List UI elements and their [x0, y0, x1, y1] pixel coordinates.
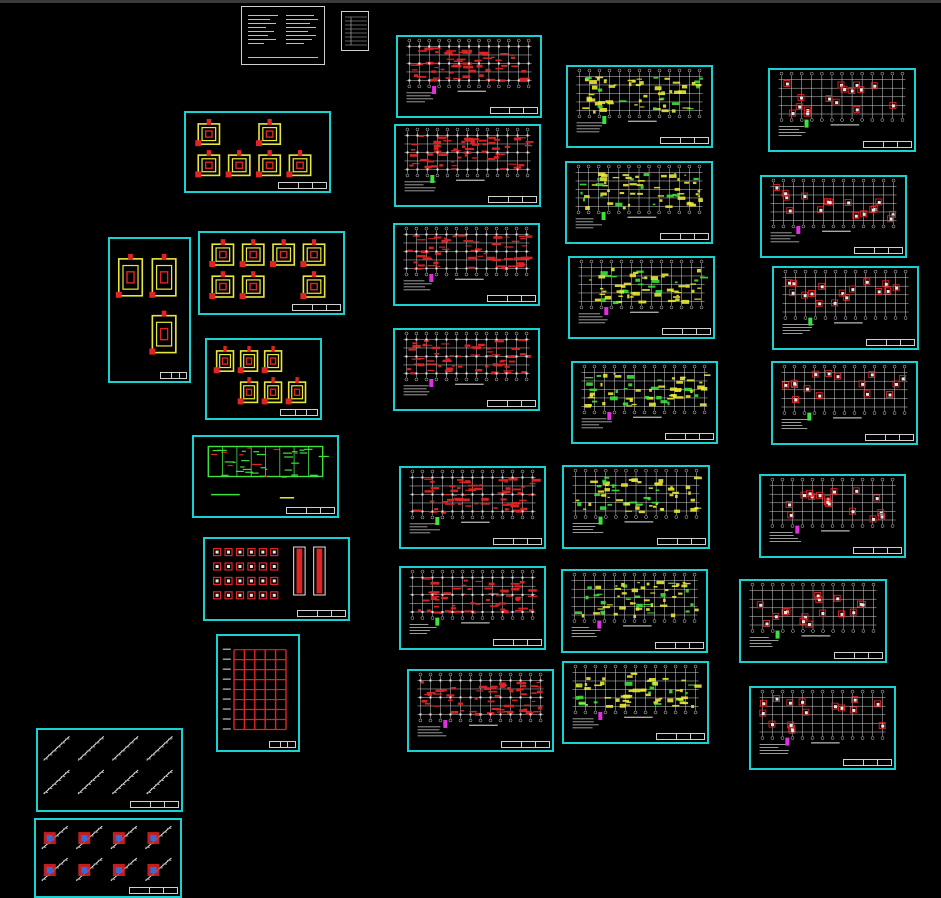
title-block — [487, 295, 536, 302]
sheet-column-plan-1[interactable] — [396, 35, 542, 118]
sheet-column-details[interactable] — [203, 537, 350, 621]
sheet-stair-details-1[interactable] — [36, 728, 183, 812]
sheet-column-plan-7-graphic — [417, 672, 544, 737]
sheet-column-plan-7[interactable] — [407, 669, 554, 752]
sheet-column-plan-3[interactable] — [393, 223, 540, 306]
sheet-cover-notes-graphic — [248, 15, 318, 58]
title-block — [489, 107, 538, 114]
title-block — [662, 328, 711, 335]
sheet-foundation-details-2[interactable] — [108, 237, 191, 383]
sheet-beam-plan-3[interactable] — [568, 256, 715, 339]
sheet-column-details-graphic — [212, 546, 326, 600]
sheet-beam-plan-6[interactable] — [561, 569, 708, 653]
title-block — [297, 610, 346, 617]
title-block — [655, 642, 704, 649]
sheet-slab-plan-7-graphic — [759, 689, 886, 754]
sheet-beam-plan-7-graphic — [572, 664, 702, 729]
sheet-beam-plan-5[interactable] — [562, 465, 710, 549]
title-block — [657, 538, 706, 545]
sheet-green-floor-plan[interactable] — [192, 435, 339, 518]
title-block — [292, 304, 341, 311]
title-block — [488, 196, 537, 203]
sheet-slab-plan-2-graphic — [770, 178, 897, 243]
viewer-top-edge — [0, 0, 941, 3]
sheet-foundation-details-3[interactable] — [198, 231, 345, 315]
sheet-beam-plan-3-graphic — [578, 259, 708, 324]
title-block — [853, 547, 902, 554]
title-block — [130, 801, 179, 808]
sheet-column-plan-2[interactable] — [394, 124, 541, 207]
title-block — [129, 887, 178, 894]
title-block — [863, 141, 912, 148]
sheet-slab-plan-5[interactable] — [759, 474, 906, 558]
sheet-column-plan-6[interactable] — [399, 566, 546, 650]
sheet-slab-plan-4[interactable] — [771, 361, 918, 445]
sheet-column-plan-4-graphic — [403, 331, 531, 396]
title-block — [160, 372, 187, 379]
sheet-stair-details-1-graphic — [43, 736, 173, 795]
sheet-green-floor-plan-graphic — [207, 445, 329, 499]
sheet-beam-plan-2[interactable] — [565, 161, 713, 244]
sheet-column-plan-5[interactable] — [399, 466, 546, 549]
sheet-foundation-details-1-graphic — [195, 118, 312, 178]
sheet-beam-plan-1-graphic — [576, 68, 703, 133]
sheet-slab-plan-1-graphic — [778, 71, 906, 136]
sheet-beam-plan-5-graphic — [572, 468, 702, 533]
title-block — [665, 433, 714, 440]
title-block — [286, 507, 335, 514]
sheet-stair-details-2-graphic — [41, 825, 172, 882]
title-block — [493, 538, 542, 545]
sheet-cover-notes[interactable] — [241, 6, 325, 65]
sheet-foundation-details-2-graphic — [115, 253, 177, 355]
title-block — [865, 434, 914, 441]
sheet-drawing-index[interactable] — [341, 11, 369, 51]
title-block — [279, 409, 318, 416]
sheet-drawing-index-graphic — [345, 16, 367, 46]
sheet-slab-plan-6[interactable] — [739, 579, 887, 663]
sheet-stair-details-2[interactable] — [34, 818, 182, 898]
sheet-beam-plan-1[interactable] — [566, 65, 713, 148]
sheet-foundation-details-3-graphic — [209, 239, 326, 299]
sheet-slab-plan-7[interactable] — [749, 686, 896, 770]
title-block — [501, 741, 550, 748]
sheet-column-plan-1-graphic — [406, 38, 532, 103]
title-block — [866, 339, 915, 346]
sheet-slab-plan-2[interactable] — [760, 175, 907, 258]
sheet-beam-plan-4-graphic — [581, 364, 711, 429]
sheet-slab-plan-3-graphic — [782, 269, 909, 334]
title-block — [660, 137, 709, 144]
sheet-elevation-frame-graphic — [222, 648, 287, 731]
sheet-beam-plan-4[interactable] — [571, 361, 718, 444]
sheet-column-plan-6-graphic — [409, 569, 538, 634]
title-block — [660, 233, 709, 240]
sheet-slab-plan-4-graphic — [781, 364, 908, 429]
title-block — [268, 741, 296, 748]
sheet-beam-plan-6-graphic — [571, 572, 699, 637]
title-block — [834, 652, 883, 659]
sheet-foundation-details-4-graphic — [213, 345, 307, 405]
sheet-slab-plan-1[interactable] — [768, 68, 916, 152]
sheet-slab-plan-3[interactable] — [772, 266, 919, 350]
sheet-column-plan-3-graphic — [403, 226, 533, 291]
title-block — [854, 247, 903, 254]
title-block — [656, 733, 705, 740]
title-block — [487, 400, 536, 407]
sheet-column-plan-5-graphic — [409, 469, 541, 534]
sheet-elevation-frame[interactable] — [216, 634, 300, 752]
sheet-beam-plan-7[interactable] — [562, 661, 709, 744]
sheet-column-plan-4[interactable] — [393, 328, 540, 411]
sheet-column-plan-2-graphic — [404, 127, 534, 192]
sheet-slab-plan-5-graphic — [769, 477, 896, 542]
title-block — [493, 639, 542, 646]
sheet-slab-plan-6-graphic — [749, 582, 877, 647]
title-block — [843, 759, 892, 766]
sheet-foundation-details-4[interactable] — [205, 338, 322, 420]
title-block — [278, 182, 327, 189]
sheet-beam-plan-2-graphic — [575, 164, 703, 229]
sheet-foundation-details-1[interactable] — [184, 111, 331, 193]
